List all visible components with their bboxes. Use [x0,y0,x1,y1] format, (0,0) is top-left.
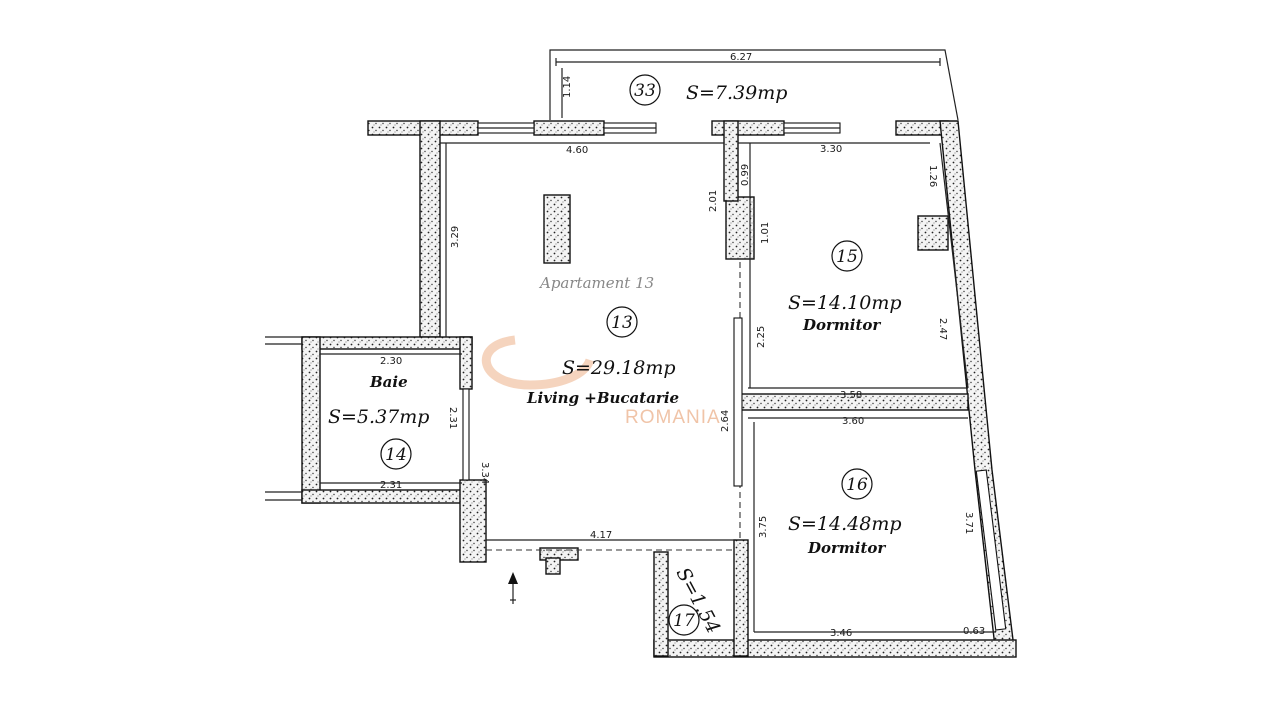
dim-living-pillar-c: 1.01 [760,222,771,244]
dim-balcony-width: 6.27 [730,52,752,63]
dim-bed15-right-top: 1.26 [927,165,938,187]
balcony-33 [549,49,959,121]
dim-living-right-upper: 2.25 [756,326,767,348]
room-labels: S=7.39mp Apartament 13 S=29.18mp Living … [328,82,902,637]
room-16-name: Dormitor [807,539,886,557]
dim-bed15-right: 2.47 [937,318,948,340]
room-33-area: S=7.39mp [686,82,787,104]
dimension-labels: 6.27 1.14 4.60 3.29 2.01 0.99 1.01 2.25 … [380,52,985,639]
dim-bed16-right: 3.71 [963,512,974,534]
room-17-number: 17 [673,611,695,631]
room-13-number: 13 [611,313,633,333]
dim-living-pillar-b: 0.99 [740,164,751,186]
room-number-markers: 33 13 14 15 16 17 [380,74,873,636]
dim-living-pillar-a: 2.01 [708,190,719,212]
room-33-number: 33 [634,81,656,101]
room-13-area: S=29.18mp [562,357,676,379]
dim-balcony-depth: 1.14 [562,76,573,98]
dim-living-top: 4.60 [566,145,588,156]
room-14-area: S=5.37mp [328,406,429,428]
room-15-number: 15 [836,247,858,267]
dim-bath-bottom: 2.31 [380,480,402,491]
walls [265,120,1017,658]
dim-bed16-left: 3.75 [758,516,769,538]
dim-bed16-top: 3.60 [842,416,864,427]
dim-living-bottom: 4.17 [590,530,612,541]
room-16-area: S=14.48mp [788,513,902,535]
dim-bath-right: 2.31 [447,407,458,429]
dim-bath-top: 2.30 [380,356,402,367]
dim-bed16-bottom-small: 0.63 [963,626,985,637]
dim-bed15-bottom: 3.58 [840,390,862,401]
interior-lines [320,142,1007,633]
entry-arrow-icon [508,572,518,604]
room-16-number: 16 [846,475,868,495]
dim-bed16-bottom: 3.46 [830,628,852,639]
dim-living-left-lower: 3.34 [479,462,490,484]
apartment-label: Apartament 13 [538,274,654,292]
room-14-name: Baie [369,373,408,391]
room-15-name: Dormitor [802,316,881,334]
dim-living-right-lower: 2.64 [720,410,731,432]
dim-bed15-top: 3.30 [820,144,842,155]
room-15-area: S=14.10mp [788,292,902,314]
room-13-name: Living +Bucatarie [526,389,679,407]
dim-living-left: 3.29 [450,226,461,248]
watermark: ROMANIA [481,335,721,428]
watermark-text: ROMANIA [625,407,721,428]
room-14-number: 14 [385,445,407,465]
